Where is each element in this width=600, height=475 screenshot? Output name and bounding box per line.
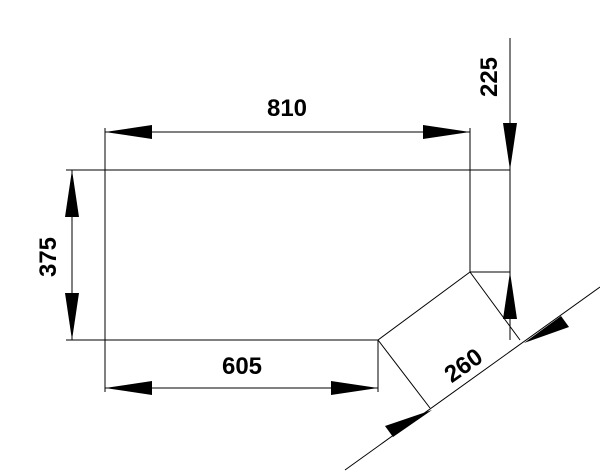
arrow-bottom-left <box>105 381 152 395</box>
arrow-diagonal-lower <box>385 410 432 437</box>
arrow-left-top <box>65 170 79 217</box>
panel-diagonal-right <box>469 271 521 341</box>
arrow-left-bottom <box>65 293 79 340</box>
dim-label-bottom: 605 <box>222 353 262 380</box>
panel-chamfer-lower <box>377 271 471 341</box>
arrow-top-right <box>423 125 470 139</box>
panel-diagonal-short <box>377 339 431 409</box>
arrow-diagonal-upper <box>524 316 569 343</box>
dim-label-top: 810 <box>267 95 307 122</box>
arrow-right-up <box>503 272 517 319</box>
dim-label-diagonal: 260 <box>440 343 488 388</box>
dim-line-diagonal <box>344 286 600 471</box>
dim-label-left: 375 <box>35 237 62 277</box>
arrow-right-down <box>503 123 517 170</box>
arrow-top-left <box>105 125 152 139</box>
panel-outline <box>105 169 510 273</box>
dim-label-right: 225 <box>476 57 503 97</box>
arrow-bottom-right <box>331 381 378 395</box>
